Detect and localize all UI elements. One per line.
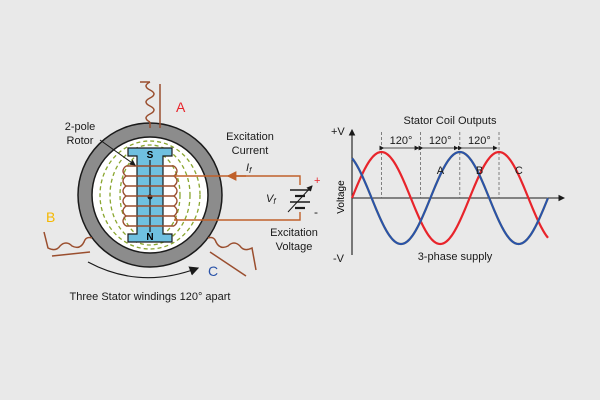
excitation-current-line1: Excitation <box>226 131 274 143</box>
excitation-voltage-line2: Voltage <box>276 241 313 253</box>
chart-title: Stator Coil Outputs <box>404 115 497 127</box>
pole-north-label: N <box>146 232 153 243</box>
interval-label: 120° <box>468 135 491 147</box>
excitation-circuit <box>174 171 301 221</box>
battery-plus-sign: + <box>314 175 320 187</box>
wave-c <box>351 150 550 246</box>
waveform-chart: Stator Coil Outputs +V -V Voltage 3-phas… <box>331 115 566 265</box>
y-tick-bottom: -V <box>333 253 345 265</box>
excitation-voltage-line1: Excitation <box>270 227 318 239</box>
interval-label: 120° <box>429 135 452 147</box>
rotor-label-line1: 2-pole <box>65 121 96 133</box>
battery-symbol <box>287 185 313 213</box>
y-axis-label: Voltage <box>336 180 347 214</box>
generator-diagram: S N 2-pole Rotor A B C Three Stator wind… <box>43 81 320 303</box>
stator-coil-c <box>207 236 257 277</box>
peak-label-c: C <box>515 165 523 177</box>
phase-b-label: B <box>46 209 55 225</box>
current-symbol: If <box>246 162 252 175</box>
rotor-pointer <box>99 139 136 166</box>
stator-caption: Three Stator windings 120° apart <box>70 291 231 303</box>
stator-coil-a <box>140 81 161 128</box>
rotation-arrow <box>87 261 200 279</box>
peak-label-b: B <box>476 165 483 177</box>
peak-label-a: A <box>437 165 445 177</box>
phase-c-label: C <box>208 263 218 279</box>
battery-minus-sign: - <box>314 205 318 219</box>
wave-a <box>350 150 549 246</box>
voltage-symbol: Vf <box>266 193 276 206</box>
excitation-current-line2: Current <box>232 145 269 157</box>
interval-markers: 120° 120° 120° <box>379 132 500 198</box>
pole-south-label: S <box>147 150 154 161</box>
rotor-label-line2: Rotor <box>67 135 94 147</box>
phase-a-label: A <box>176 99 186 115</box>
y-tick-top: +V <box>331 126 345 138</box>
peak-labels: A B C <box>437 165 523 177</box>
x-axis-caption: 3-phase supply <box>418 251 493 263</box>
interval-label: 120° <box>390 135 413 147</box>
wave-lines <box>350 150 550 246</box>
stator-coil-b <box>43 231 93 257</box>
